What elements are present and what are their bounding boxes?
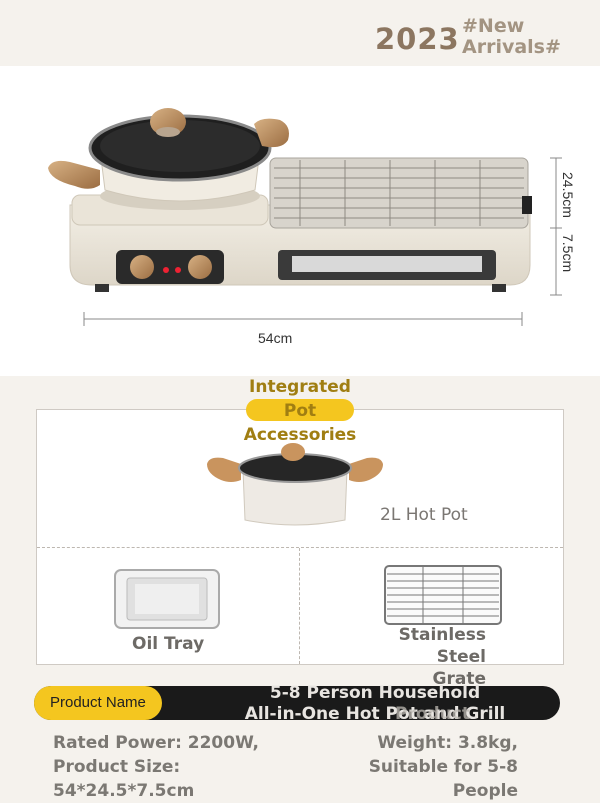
year-heading: 2023 xyxy=(375,22,460,56)
weight: Weight: 3.8kg, xyxy=(377,733,518,753)
grate-label-line-1: Stainless Steel xyxy=(398,625,486,667)
product-name-overlay: Product xyxy=(395,704,470,724)
divider-vertical xyxy=(299,548,300,664)
accessories-title-highlight xyxy=(246,399,354,421)
hot-pot-label: 2L Hot Pot xyxy=(380,505,468,525)
grate-label-line-2: Grate xyxy=(432,669,486,689)
capacity-line-1: Suitable for 5-8 xyxy=(368,757,518,777)
accessories-title-line-1: Integrated xyxy=(249,377,351,397)
oil-tray-label: Oil Tray xyxy=(132,634,205,654)
product-name-line-2-text: All-in-One Hot Pot and Grill xyxy=(244,704,506,724)
oil-tray-image xyxy=(114,569,220,629)
accessories-title: Integrated Pot Accessories xyxy=(220,375,380,447)
divider-horizontal xyxy=(37,547,563,548)
hot-pot-image xyxy=(207,443,383,526)
specs-left: Rated Power: 2200W, Product Size: 54*24.… xyxy=(53,731,259,803)
tag-line-2: Arrivals# xyxy=(462,36,561,58)
tag-line-1: #New xyxy=(462,15,525,37)
product-name-text: 5-8 Person Household All-in-One Hot Pot … xyxy=(170,683,580,725)
width-dimension: 54cm xyxy=(258,330,293,346)
product-size-label: Product Size: xyxy=(53,757,181,777)
product-name-pill xyxy=(34,686,162,720)
product-size-value: 54*24.5*7.5cm xyxy=(53,781,195,801)
height-dimension: 7.5cm xyxy=(560,234,576,273)
accessories-title-line-2: Pot xyxy=(283,401,317,421)
product-name-line-2: All-in-One Hot Pot and Grill Product xyxy=(170,704,580,725)
product-name-line-1: 5-8 Person Household xyxy=(269,683,481,703)
capacity-line-2: People xyxy=(452,781,518,801)
specs-right: Weight: 3.8kg, Suitable for 5-8 People xyxy=(330,731,518,803)
appliance-image xyxy=(0,66,600,376)
grate-label: Stainless Steel Grate xyxy=(346,624,486,690)
rated-power: Rated Power: 2200W, xyxy=(53,733,259,753)
product-name-label: Product Name xyxy=(50,694,146,711)
new-arrivals-tag: #New Arrivals# xyxy=(462,16,561,58)
grate-image xyxy=(384,565,502,625)
depth-dimension: 24.5cm xyxy=(560,172,576,218)
accessories-title-line-3: Accessories xyxy=(243,425,357,445)
